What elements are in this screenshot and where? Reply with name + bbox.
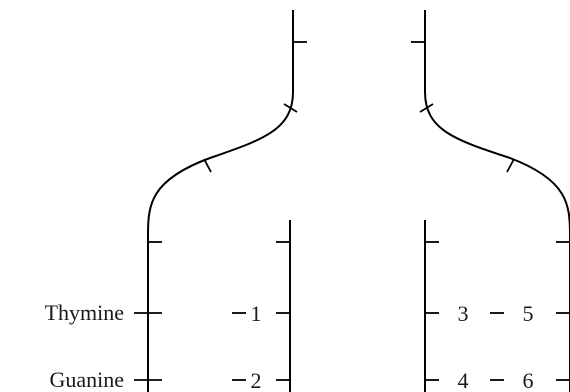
tick (419, 103, 434, 113)
guanine-label: Guanine (49, 367, 124, 392)
tick (203, 158, 212, 173)
pair-number-2: 2 (251, 368, 262, 392)
pair-number-3: 3 (458, 301, 469, 326)
thymine-label: Thymine (45, 300, 124, 325)
pair-number-5: 5 (523, 301, 534, 326)
pair-number-4: 4 (458, 368, 469, 392)
pair-number-1: 1 (251, 301, 262, 326)
right-outer-backbone (424, 10, 570, 392)
left-outer-backbone (147, 10, 294, 392)
pair-number-6: 6 (523, 368, 534, 392)
tick (283, 103, 298, 113)
tick (506, 158, 515, 173)
